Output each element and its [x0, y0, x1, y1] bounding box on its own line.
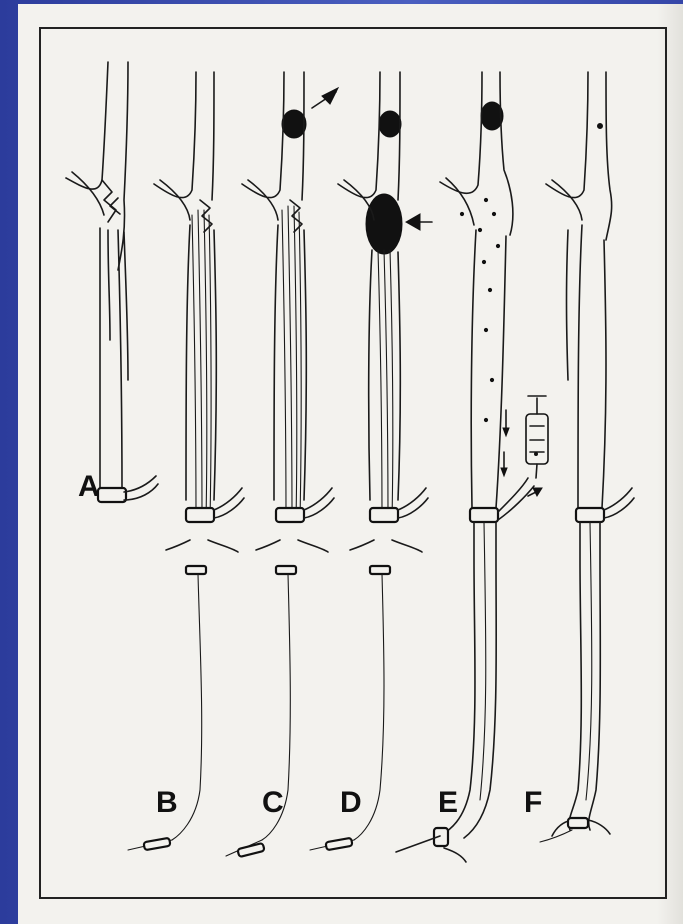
- panel-c-vessel: [226, 72, 338, 857]
- panel-label-b: B: [156, 786, 178, 819]
- panel-label-e: E: [438, 786, 458, 819]
- panel-f-vessel: [540, 72, 634, 842]
- panel-label-f: F: [524, 786, 542, 819]
- occlusion-marker-c: [282, 110, 306, 138]
- panel-label-a: A: [78, 470, 100, 503]
- figure-frame: [40, 28, 666, 898]
- panel-b-vessel: [128, 72, 244, 850]
- panel-d-vessel: [310, 72, 432, 850]
- occlusion-marker-d: [379, 111, 401, 137]
- panel-a-vessel: [66, 62, 158, 502]
- balloon-inflated-d: [366, 194, 402, 254]
- syringe-icon: [526, 396, 548, 478]
- clot-particles: [460, 198, 499, 421]
- panel-label-c: C: [262, 786, 284, 819]
- panel-e-vessel: [396, 72, 548, 862]
- panel-label-d: D: [340, 786, 362, 819]
